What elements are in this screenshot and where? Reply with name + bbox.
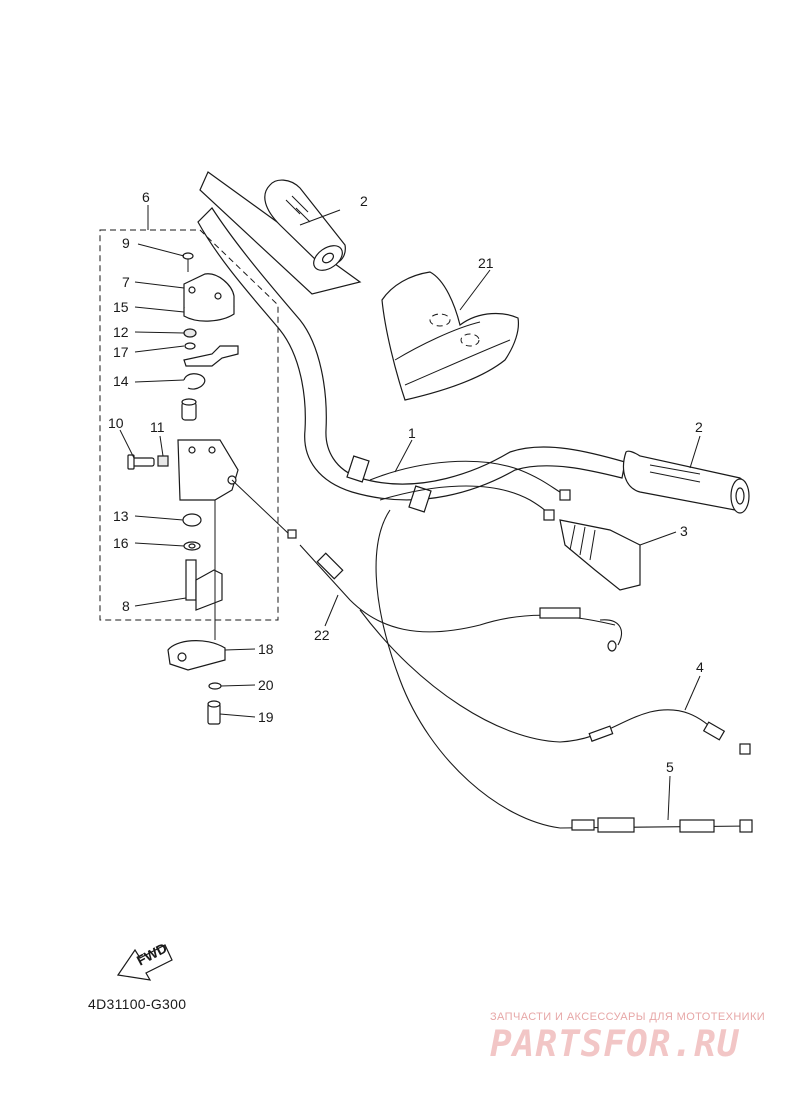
- handlebar-cover: [381, 271, 520, 401]
- leader-lines: [119, 205, 701, 821]
- callout-18: 18: [258, 641, 274, 657]
- callout-11: 11: [150, 419, 165, 435]
- callout-3: 3: [680, 523, 688, 539]
- callout-6: 6: [142, 189, 150, 205]
- diagram-reference-code: 4D31100-G300: [88, 996, 187, 1012]
- spring-14: [183, 373, 206, 390]
- throttle-lever-arm: [183, 345, 239, 367]
- callout-16: 16: [113, 535, 129, 551]
- callout-22: 22: [314, 627, 330, 643]
- cable-22: [231, 479, 622, 652]
- callout-8: 8: [122, 598, 130, 614]
- cable-5: [375, 509, 753, 833]
- callout-12: 12: [113, 324, 129, 340]
- throttle-assembly-box: [99, 229, 279, 621]
- nut-12: [183, 328, 197, 338]
- bolt-10: [127, 454, 155, 470]
- washer-17: [184, 342, 196, 350]
- clamp-18: [167, 640, 226, 671]
- grip-right: [622, 450, 750, 514]
- callout-15: 15: [113, 299, 129, 315]
- callout-4: 4: [696, 659, 704, 675]
- fwd-arrow-icon: FWD: [116, 940, 173, 981]
- callout-1: 1: [408, 425, 416, 441]
- watermark-brand: PARTSFOR.RU: [490, 1024, 740, 1065]
- callout-20: 20: [258, 677, 274, 693]
- washer-20: [208, 682, 222, 690]
- callout-13: 13: [113, 508, 129, 524]
- callout-2-left-grip: 2: [360, 193, 368, 209]
- bolt-19: [207, 700, 221, 725]
- washer-16: [183, 541, 201, 551]
- watermark-tagline: ЗАПЧАСТИ И АКСЕССУАРЫ ДЛЯ МОТОТЕХНИКИ: [490, 1011, 766, 1023]
- handlebar-clamp-band-right: [408, 485, 432, 513]
- callout-10: 10: [108, 415, 124, 431]
- gasket-15: [183, 306, 235, 322]
- screw-9: [182, 252, 194, 272]
- callout-7: 7: [122, 274, 130, 290]
- callout-14: 14: [113, 373, 129, 389]
- cable-4: [359, 609, 751, 755]
- throttle-cables-upper: [369, 460, 571, 521]
- throttle-housing: [177, 439, 239, 501]
- collar: [181, 398, 197, 421]
- callout-2-right-grip: 2: [695, 419, 703, 435]
- callout-9: 9: [122, 235, 130, 251]
- lever-boot-3: [559, 519, 641, 591]
- callout-labels: 1 2 2 3 4 5 6 7 8 9 10 11 12 13 14 15 16…: [108, 189, 704, 775]
- callout-17: 17: [113, 344, 129, 360]
- callout-21: 21: [478, 255, 494, 271]
- throttle-shaft-8: [185, 559, 223, 611]
- callout-19: 19: [258, 709, 274, 725]
- callout-5: 5: [666, 759, 674, 775]
- collar-13: [182, 513, 202, 527]
- nut-11: [157, 455, 169, 467]
- handlebar-clamp-band-left: [346, 455, 370, 483]
